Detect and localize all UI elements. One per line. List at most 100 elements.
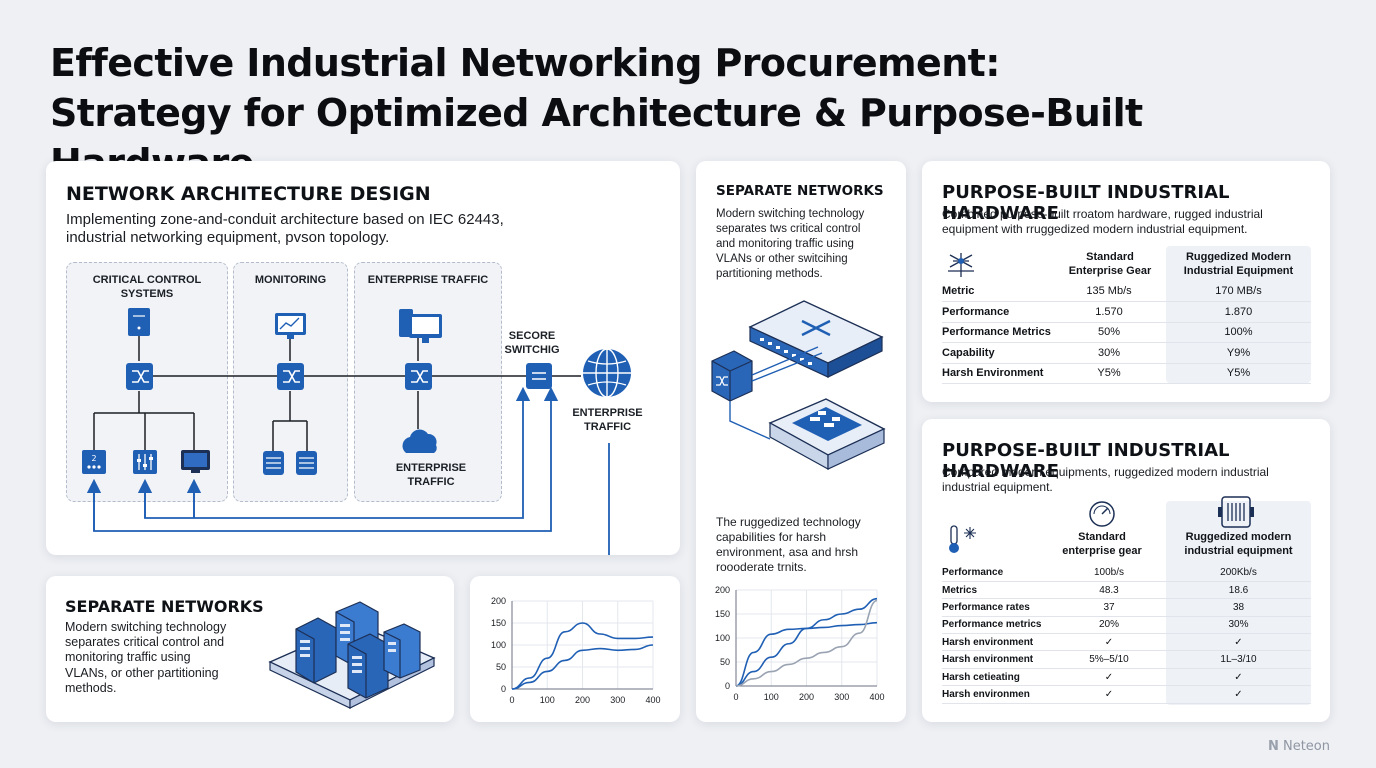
table-cell: 30%: [1166, 616, 1311, 635]
series-line-1: [511, 622, 654, 690]
table-cell: ✓: [1166, 668, 1311, 687]
x-tick-label: 0: [733, 692, 738, 702]
x-tick-label: 300: [610, 695, 625, 705]
zone-critical-label: CRITICAL CONTROL SYSTEMS: [92, 274, 202, 300]
y-tick-label: 200: [715, 585, 730, 595]
row-label: Performance metrics: [942, 616, 1052, 635]
row-label: Harsh environment: [942, 650, 1052, 669]
hardware-top-description: Combined purpose-built rroatom hardware,…: [942, 207, 1263, 236]
x-tick-label: 400: [645, 695, 660, 705]
row-label: Performance Metrics: [942, 322, 1052, 343]
y-tick-label: 0: [501, 684, 506, 694]
table-cell: Y5%: [1052, 363, 1166, 384]
separate-networks-text: Modern switching technology separates cr…: [65, 620, 227, 695]
table-cell: ✓: [1052, 668, 1166, 687]
table-cell: 38: [1166, 598, 1311, 617]
table-cell: 100b/s: [1052, 564, 1166, 582]
y-tick-label: 0: [725, 681, 730, 691]
hardware-bottom-card: PURPOSE-BUILT INDUSTRIAL HARDWARE Compar…: [922, 419, 1330, 722]
y-tick-label: 200: [491, 596, 506, 606]
row-label: Capability: [942, 342, 1052, 364]
series-line-2: [735, 597, 878, 687]
table-cell: 1.570: [1052, 301, 1166, 323]
y-tick-label: 150: [715, 609, 730, 619]
x-tick-label: 200: [575, 695, 590, 705]
separate-networks-heading: SEPARATE NETWORKS: [65, 597, 264, 616]
separate-networks-mid-card: SEPARATE NETWORKS Modern switching techn…: [696, 161, 906, 722]
architecture-card: NETWORK ARCHITECTURE DESIGN Implementing…: [46, 161, 680, 555]
table-cell: ✓: [1166, 685, 1311, 704]
row-label: Metric: [942, 281, 1052, 302]
row-label: Performance: [942, 301, 1052, 323]
zone-monitoring: [233, 262, 348, 502]
table-cell: 37: [1052, 598, 1166, 617]
hardware-bottom-heading: PURPOSE-BUILT INDUSTRIAL HARDWARE: [942, 440, 1230, 482]
gauge-icon: [1089, 501, 1115, 527]
table-cell: 170 MB/s: [1166, 281, 1311, 302]
x-tick-label: 200: [799, 692, 814, 702]
hardware-top-col1-header: Standard Enterprise Gear: [1068, 251, 1152, 277]
row-label: Performance: [942, 564, 1052, 582]
table-cell: 20%: [1052, 616, 1166, 635]
row-label: Harsh cetieating: [942, 668, 1052, 687]
y-tick-label: 50: [496, 662, 506, 672]
hardware-bottom-col1-header: Standard enterprise gear: [1062, 531, 1142, 557]
table-cell: 5%–5/10: [1052, 650, 1166, 669]
separate-networks-card: SEPARATE NETWORKS Modern switching techn…: [46, 576, 454, 722]
zone-monitoring-label: MONITORING: [254, 274, 327, 286]
series-line-2: [511, 644, 654, 690]
table-cell: Y9%: [1166, 342, 1311, 364]
table-cell: 135 Mb/s: [1052, 281, 1166, 302]
hardware-top-card: PURPOSE-BUILT INDUSTRIAL HARDWARE Combin…: [922, 161, 1330, 402]
architecture-description: Implementing zone-and-conduit architectu…: [66, 211, 504, 246]
x-tick-label: 300: [834, 692, 849, 702]
hardware-top-heading: PURPOSE-BUILT INDUSTRIAL HARDWARE: [942, 182, 1230, 224]
separate-networks-mid-text: Modern switching technology separates tw…: [716, 208, 865, 280]
antenna-icon: [948, 253, 974, 277]
logo-text: Neteon: [1282, 739, 1330, 754]
neteon-logo: N Neteon: [1268, 739, 1330, 754]
row-label: Harsh Environment: [942, 363, 1052, 384]
isometric-servers-illustration: [268, 601, 436, 709]
table-cell: 100%: [1166, 322, 1311, 343]
hardware-top-col2-header: Ruggedized Modern Industrial Equipment: [1183, 251, 1294, 277]
secure-switching-label: SECORE SWITCHIG: [504, 330, 560, 356]
separate-networks-mid-heading: SEPARATE NETWORKS: [716, 183, 884, 199]
row-label: Metrics: [942, 581, 1052, 600]
row-label: Harsh environment: [942, 633, 1052, 652]
row-label: Harsh environmen: [942, 685, 1052, 704]
ruggedized-device-icon: [1218, 496, 1254, 528]
table-row: Harsh cetieating✓✓: [942, 668, 1311, 687]
table-cell: 200Kb/s: [1166, 564, 1311, 582]
table-cell: 18.6: [1166, 581, 1311, 600]
x-tick-label: 100: [540, 695, 555, 705]
title-line-1: Effective Industrial Networking Procurem…: [50, 41, 1000, 85]
table-cell: ✓: [1166, 633, 1311, 652]
globe-icon: [583, 348, 631, 398]
ruggedized-text: The ruggedized technology capabilities f…: [716, 515, 861, 574]
table-cell: ✓: [1052, 633, 1166, 652]
y-tick-label: 100: [491, 640, 506, 650]
table-cell: 30%: [1052, 342, 1166, 364]
y-tick-label: 50: [720, 657, 730, 667]
thermometer-snow-icon: [949, 525, 976, 553]
table-cell: 50%: [1052, 322, 1166, 343]
globe-enterprise-label: ENTERPRISE TRAFFIC: [572, 407, 643, 433]
table-cell: Y5%: [1166, 363, 1311, 384]
cloud-enterprise-label: ENTERPRISE TRAFFIC: [395, 462, 467, 488]
x-tick-label: 100: [764, 692, 779, 702]
hardware-bottom-col2-header: Ruggedized modern industrial equipment: [1184, 531, 1293, 557]
y-tick-label: 150: [491, 618, 506, 628]
table-row: Harsh environment✓✓: [942, 633, 1311, 652]
